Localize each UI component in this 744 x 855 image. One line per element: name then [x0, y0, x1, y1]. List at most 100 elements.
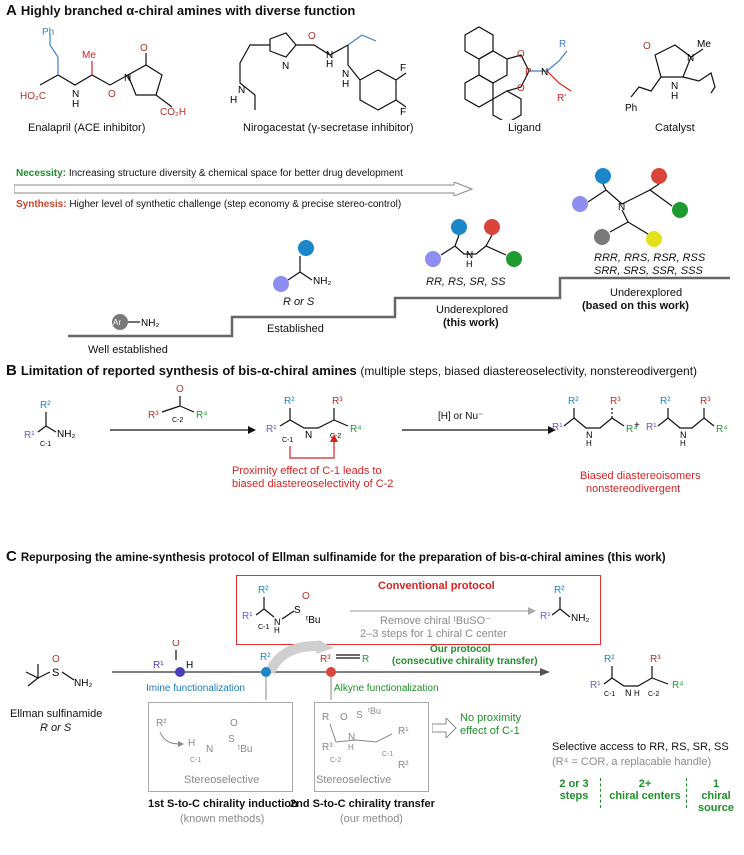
svg-text:R²: R²	[284, 396, 295, 407]
molecule-name-nirogacestat: Nirogacestat (γ-secretase inhibitor)	[243, 122, 414, 134]
svg-text:O: O	[340, 712, 348, 723]
stat-centers: 2+ chiral centers	[609, 778, 681, 802]
svg-text:R⁴: R⁴	[350, 424, 362, 435]
blue-circle-step2	[298, 240, 314, 256]
svg-text:N: N	[274, 617, 281, 627]
svg-text:H: H	[230, 95, 237, 106]
stat-divider-1	[600, 778, 601, 808]
svg-text:C-1: C-1	[258, 624, 269, 631]
yellow-circle-step4	[646, 231, 662, 247]
plus-sign: +	[634, 420, 640, 431]
svg-text:R¹: R¹	[590, 680, 601, 691]
stair4-sub2: SRR, SRS, SSR, SSS	[594, 265, 703, 277]
r4-note: (R⁴ = COR, a replacable handle)	[552, 756, 712, 768]
svg-text:R²: R²	[554, 585, 565, 596]
svg-text:ᵗBu: ᵗBu	[306, 615, 320, 626]
lavender-circle-step4	[572, 196, 588, 212]
stair1-label: Well established	[88, 344, 168, 356]
stat-divider-2	[686, 778, 687, 808]
svg-text:N: N	[282, 61, 289, 72]
svg-text:H: H	[466, 259, 473, 269]
svg-text:N: N	[124, 73, 131, 84]
svg-text:O: O	[172, 640, 180, 649]
stereoselective-2: Stereoselective	[316, 774, 392, 786]
svg-text:R²: R²	[568, 396, 579, 407]
svg-text:R⁴: R⁴	[196, 410, 208, 421]
svg-text:C-2: C-2	[330, 433, 341, 440]
svg-text:R¹: R¹	[552, 422, 563, 433]
svg-text:R¹: R¹	[242, 611, 253, 622]
svg-text:N: N	[305, 430, 312, 441]
svg-text:NH₂: NH₂	[313, 276, 331, 287]
svg-text:Ar: Ar	[113, 318, 121, 327]
svg-text:R: R	[559, 39, 566, 50]
conventional-protocol-box	[236, 575, 601, 645]
svg-text:H: H	[342, 79, 349, 90]
svg-text:N: N	[586, 430, 593, 440]
svg-text:R²: R²	[604, 654, 615, 665]
svg-text:O: O	[52, 654, 60, 665]
no-proximity-2: effect of C-1	[460, 725, 520, 737]
reagent-label: [H] or Nu⁻	[438, 411, 484, 422]
svg-text:C-2: C-2	[648, 691, 659, 698]
enalapril-structure: Ph HO₂C Me N H O O CO₂H N	[20, 27, 186, 118]
molecule-name-catalyst: Catalyst	[655, 122, 695, 134]
gray-circle-step4	[594, 229, 610, 245]
imine-box	[148, 702, 293, 792]
svg-text:ᵗBu: ᵗBu	[238, 744, 252, 755]
second-transfer-label: 2nd S-to-C chirality transfer	[290, 798, 435, 810]
svg-text:CO₂H: CO₂H	[160, 107, 186, 118]
svg-text:S: S	[356, 710, 363, 721]
svg-text:ᵗBu: ᵗBu	[368, 706, 381, 716]
svg-text:R³: R³	[700, 396, 711, 407]
svg-text:Me: Me	[697, 39, 711, 50]
svg-text:O: O	[302, 591, 310, 602]
svg-text:N: N	[680, 430, 687, 440]
svg-text:O: O	[308, 31, 316, 42]
main-pathway: R¹ O H R² R³ R	[112, 640, 550, 700]
svg-text:N: N	[466, 250, 473, 261]
stair3-sub: RR, RS, SR, SS	[426, 276, 506, 288]
svg-text:P: P	[525, 67, 532, 78]
svg-text:O: O	[517, 83, 525, 94]
green-circle-step3	[506, 251, 522, 267]
svg-text:R¹: R¹	[24, 430, 35, 441]
progression-arrow	[14, 182, 474, 196]
svg-text:NH₂: NH₂	[57, 429, 75, 440]
svg-text:NH₂: NH₂	[141, 318, 159, 329]
imine-functionalization: Imine functionalization	[146, 683, 245, 694]
svg-text:H: H	[186, 660, 193, 671]
no-proximity-1: No proximity	[460, 712, 522, 724]
svg-text:R²: R²	[40, 400, 51, 411]
svg-text:O: O	[230, 718, 238, 729]
svg-text:S: S	[228, 734, 235, 745]
conventional-scheme: R² R¹ N H C-1 S O ᵗBu R² R¹ NH₂	[242, 585, 589, 635]
section-b-scheme: R² R¹ NH₂ C-1 O R³ R⁴ C-2 R² R³ R¹ R⁴ N …	[24, 384, 728, 459]
stair4-label2: (based on this work)	[582, 300, 689, 312]
svg-text:H: H	[680, 439, 686, 448]
svg-text:N: N	[671, 81, 678, 92]
svg-text:R³: R³	[320, 654, 331, 665]
synthesis-line: Synthesis: Higher level of synthetic cha…	[16, 199, 402, 210]
svg-text:N: N	[72, 89, 79, 100]
svg-text:S: S	[52, 667, 59, 679]
svg-text:H: H	[188, 738, 195, 749]
remove-chiral-label: Remove chiral ᵗBuSO⁻	[380, 615, 491, 627]
svg-text:H: H	[72, 99, 79, 110]
svg-text:N: N	[618, 202, 625, 213]
lavender-circle-step2	[273, 276, 289, 292]
stats-row: 2 or 3 steps 2+ chiral centers 1 chiral …	[552, 778, 742, 814]
svg-text:F: F	[400, 107, 406, 118]
svg-text:R³: R³	[610, 396, 621, 407]
proximity-note-2: biased diastereoselectivity of C-2	[232, 478, 394, 490]
alkyne-box	[314, 702, 429, 792]
proximity-note-1: Proximity effect of C-1 leads to	[232, 465, 382, 477]
svg-text:R¹: R¹	[540, 611, 551, 622]
steps-note: 2–3 steps for 1 chiral C center	[360, 628, 507, 640]
svg-text:NH₂: NH₂	[571, 613, 589, 624]
svg-text:H: H	[348, 743, 354, 752]
svg-text:R³: R³	[650, 654, 661, 665]
blue-circle-step3	[451, 219, 467, 235]
consecutive-label: (consecutive chirality transfer)	[392, 656, 538, 667]
